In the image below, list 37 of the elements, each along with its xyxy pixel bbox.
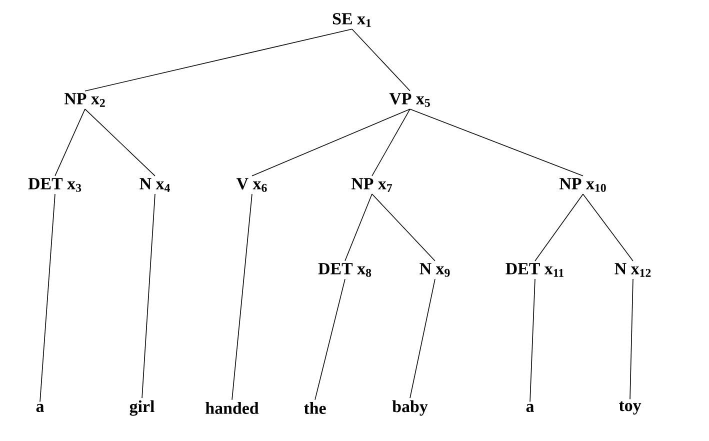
tree-label: a (526, 404, 534, 412)
tree-branch (372, 194, 436, 262)
tree-label: the (304, 402, 326, 414)
tree-branch (40, 194, 56, 402)
tree-label: DET x$_{11}$ (506, 263, 564, 277)
tree-branch (252, 108, 410, 176)
tree-label: a (36, 404, 44, 412)
tree-label: DET x$_{3}$ (28, 178, 82, 192)
tree-label: NP x$_{10}$ (560, 178, 606, 192)
tree-branch (372, 108, 410, 176)
tree-branch (534, 194, 584, 262)
tree-branch (84, 28, 352, 92)
tree-branch (54, 108, 86, 176)
tree-label: DET x$_{8}$ (318, 263, 372, 277)
tree-label: N x$_{12}$ (614, 263, 651, 277)
tree-branch (410, 278, 436, 398)
tree-branch (232, 194, 252, 400)
tree-label: NP x$_{2}$ (64, 93, 105, 107)
tree-label: N x$_{4}$ (140, 178, 170, 192)
tree-label: VP x$_{5}$ (389, 93, 430, 107)
tree-branch (142, 194, 156, 398)
tree-label: NP x$_{7}$ (351, 178, 392, 192)
tree-label: N x$_{9}$ (420, 263, 450, 277)
tree-label: baby (392, 400, 428, 416)
tree-label: SE x$_{1}$ (333, 13, 371, 27)
tree-label: V x$_{6}$ (236, 178, 267, 192)
tree-branch (84, 108, 156, 176)
tree-branch (530, 278, 536, 402)
tree-branch (314, 278, 346, 400)
tree-branch (352, 28, 410, 92)
tree-branch (344, 194, 372, 262)
tree-branch (630, 278, 634, 400)
tree-label: toy (618, 401, 642, 415)
tree-branch (582, 194, 634, 262)
tree-label: girl (130, 400, 154, 416)
tree-label: handed (206, 402, 259, 414)
tree-branch (410, 108, 584, 176)
